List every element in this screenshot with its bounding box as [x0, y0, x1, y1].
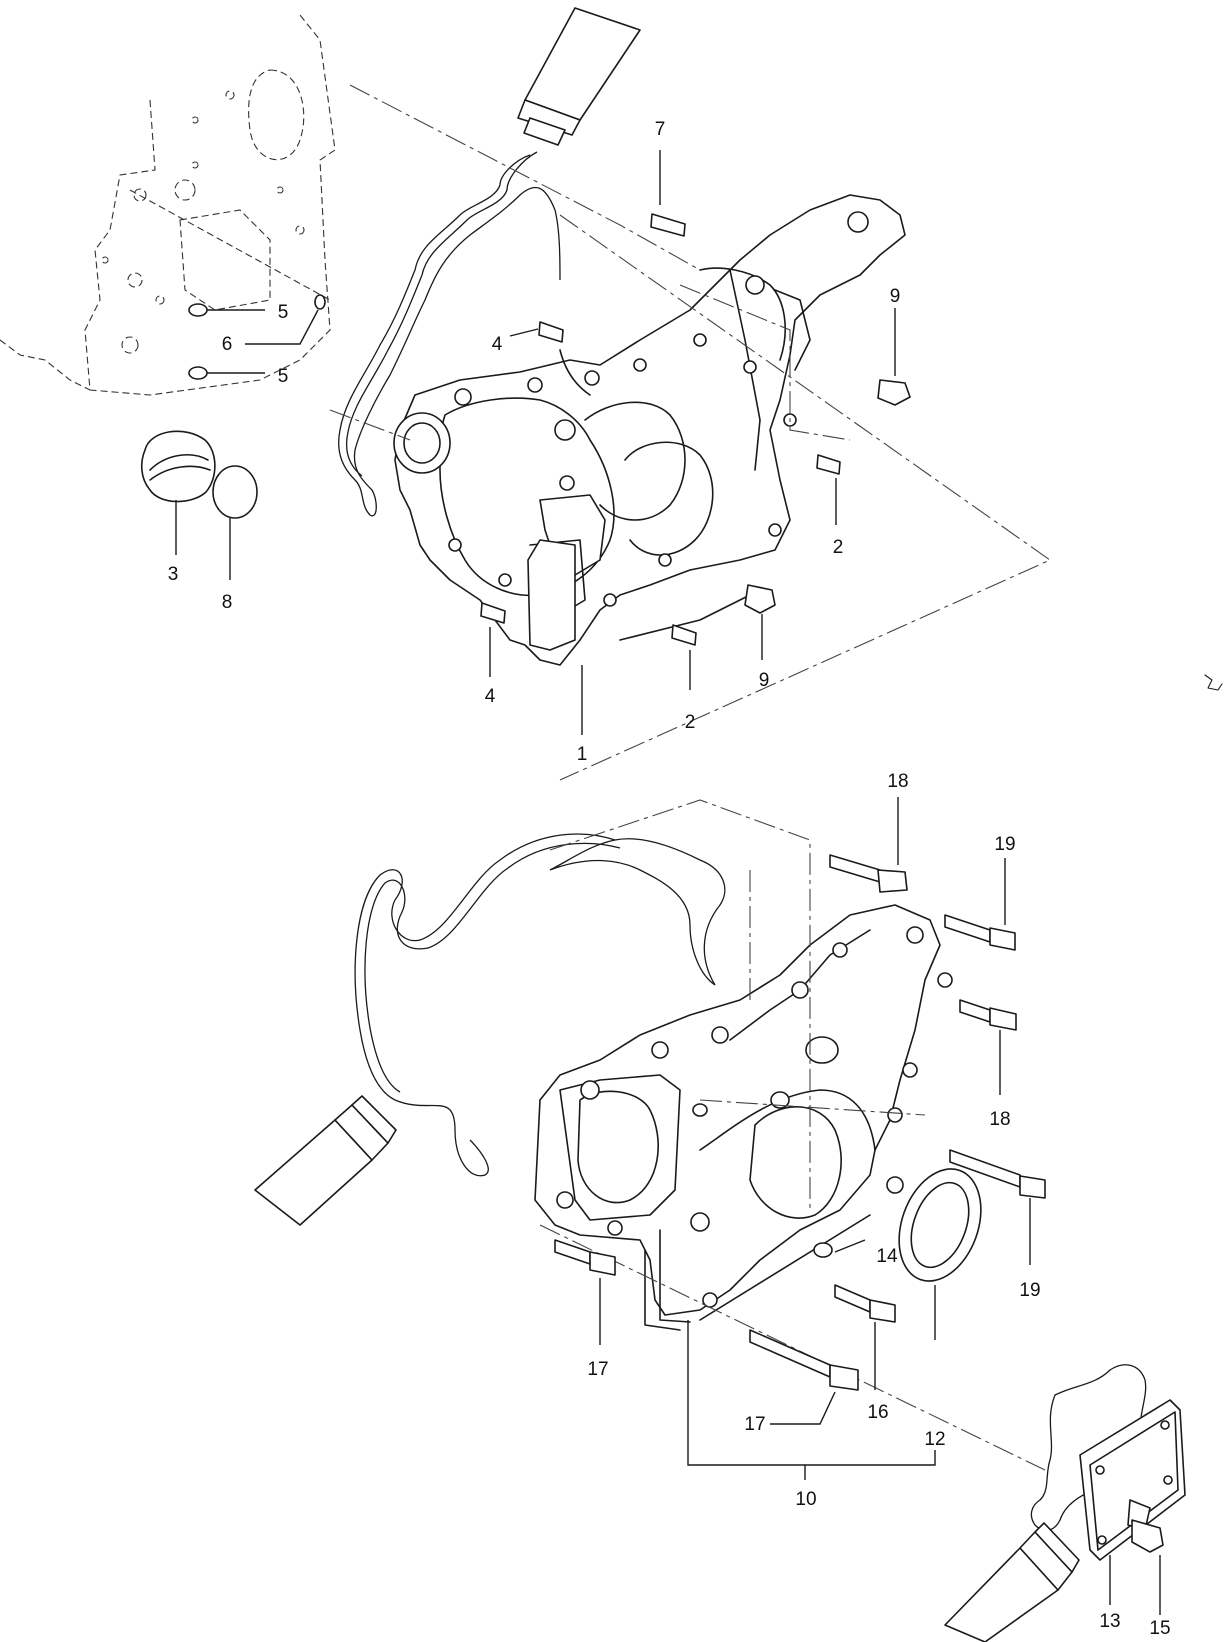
callout-17-left: 17 [587, 1359, 608, 1380]
seal-8 [212, 465, 258, 519]
o-ring-5-lower [188, 366, 208, 380]
fasteners-upper [480, 150, 911, 735]
callout-12: 12 [924, 1429, 945, 1450]
gasket-housing [338, 154, 561, 517]
o-ring-5-upper [188, 303, 208, 317]
callout-10: 10 [795, 1489, 816, 1510]
callout-6: 6 [222, 334, 233, 355]
callout-9-upper: 9 [890, 286, 901, 307]
callout-19-left: 17 [744, 1414, 765, 1435]
sealant-tube-top [517, 7, 641, 146]
callout-1: 1 [577, 744, 588, 765]
o-ring-6 [314, 294, 326, 310]
engine-block-ghost [0, 14, 336, 396]
front-cover [534, 904, 953, 1331]
callout-2-right: 2 [833, 537, 844, 558]
callout-13: 13 [1099, 1611, 1120, 1632]
callout-9-lower: 9 [759, 670, 770, 691]
callout-2-lower: 2 [685, 712, 696, 733]
callout-15: 15 [1149, 1618, 1170, 1639]
cover-plate-assembly [944, 1364, 1186, 1642]
fasteners-lower [554, 797, 1046, 1480]
callout-17-right: 18 [989, 1109, 1010, 1130]
callout-8: 8 [222, 592, 233, 613]
callout-19-right: 19 [1019, 1280, 1040, 1301]
callout-18-right: 19 [994, 834, 1015, 855]
callout-5-lower: 5 [278, 366, 289, 387]
washer-14 [813, 1242, 833, 1258]
sealant-tube-left [254, 1095, 397, 1226]
callout-7: 7 [655, 119, 666, 140]
callout-18-left: 18 [887, 771, 908, 792]
callout-4-upper: 4 [492, 334, 503, 355]
callout-5-upper: 5 [278, 302, 289, 323]
plug-assembly [140, 430, 258, 580]
timing-gear-housing [393, 194, 906, 666]
gasket-cover-top [549, 838, 726, 986]
callout-labels: 7 9 5 6 5 4 2 3 8 9 4 2 1 18 19 18 14 19… [168, 119, 1171, 1639]
callout-16: 16 [867, 1402, 888, 1423]
o-ring-group [188, 294, 326, 380]
callout-4-lower: 4 [485, 686, 496, 707]
callout-14: 14 [876, 1246, 898, 1267]
callout-3: 3 [168, 564, 179, 585]
oil-seal-12 [898, 1168, 982, 1282]
